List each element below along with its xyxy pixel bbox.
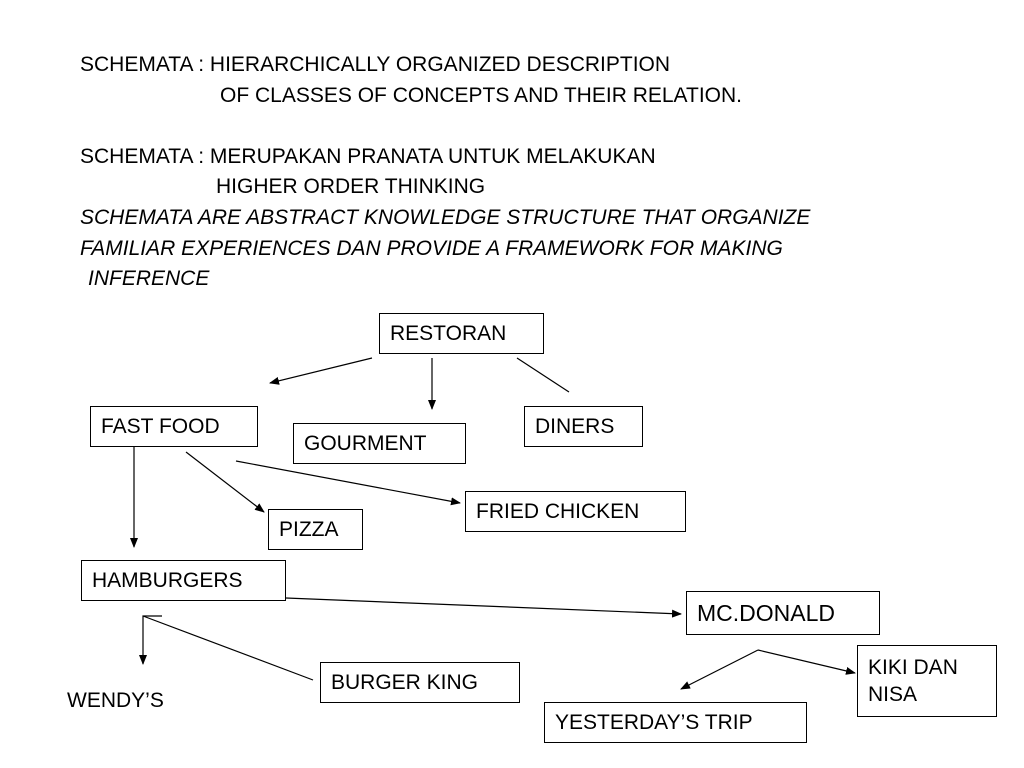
definition-line-2: OF CLASSES OF CONCEPTS AND THEIR RELATIO… (220, 84, 742, 107)
node-burger-king: BURGER KING (320, 662, 520, 703)
node-wendys: WENDY’S (67, 689, 164, 712)
node-hamburgers: HAMBURGERS (81, 560, 286, 601)
arrow-mcdonald-kiki (757, 649, 856, 675)
arrow-fastfood-pizza (185, 451, 265, 513)
node-yesterdays-trip: YESTERDAY’S TRIP (544, 702, 807, 743)
italic-definition-line-3: INFERENCE (88, 267, 210, 290)
node-kiki-dan-nisa: KIKI DAN NISA (857, 645, 997, 717)
node-fried-chicken: FRIED CHICKEN (465, 491, 686, 532)
italic-definition-line-1: SCHEMATA ARE ABSTRACT KNOWLEDGE STRUCTUR… (80, 206, 811, 229)
arrow-restoran-fastfood (269, 357, 373, 385)
node-restoran: RESTORAN (379, 313, 544, 354)
arrow-hamburgers-mcdonald (285, 597, 682, 618)
arrow-fastfood-friedchicken (235, 460, 461, 506)
node-pizza: PIZZA (268, 509, 363, 550)
line-restoran-diners (516, 357, 570, 393)
italic-definition-line-2: FAMILIAR EXPERIENCES DAN PROVIDE A FRAME… (80, 237, 783, 260)
line-hamburgers-burgerking (142, 615, 314, 681)
kiki-line-2: NISA (868, 683, 918, 706)
definition-line-1: SCHEMATA : HIERARCHICALLY ORGANIZED DESC… (80, 53, 671, 76)
node-diners: DINERS (524, 406, 643, 447)
node-fast-food: FAST FOOD (90, 406, 258, 447)
arrow-mcdonald-yesterday (680, 649, 759, 690)
kiki-line-1: KIKI DAN (868, 656, 958, 679)
arrow-hamburgers-wendys (139, 615, 162, 665)
definition-line-4: HIGHER ORDER THINKING (216, 175, 486, 198)
node-gourment: GOURMENT (293, 423, 466, 464)
definition-line-3: SCHEMATA : MERUPAKAN PRANATA UNTUK MELAK… (80, 145, 656, 168)
node-mc-donald: MC.DONALD (686, 591, 880, 635)
